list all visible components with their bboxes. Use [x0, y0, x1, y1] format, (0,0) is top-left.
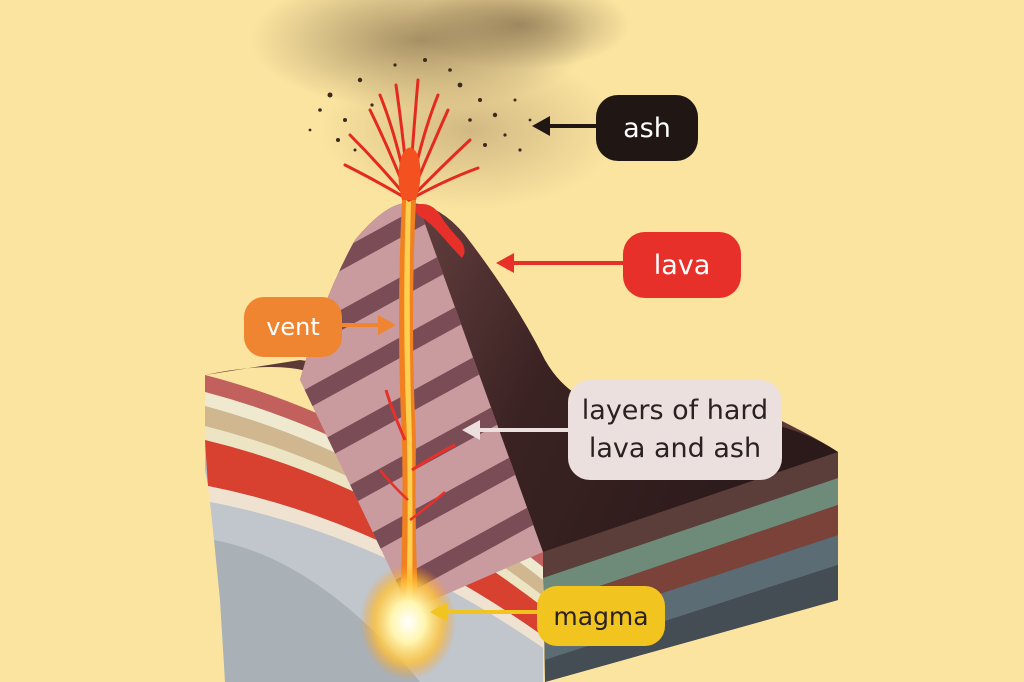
label-ash: ash: [596, 95, 698, 161]
arrow-vent: [342, 315, 396, 335]
label-magma: magma: [537, 586, 665, 646]
magma-chamber: [360, 564, 456, 680]
arrow-layers: [462, 420, 570, 440]
smoke-cloud: [250, 0, 630, 210]
label-ash-text: ash: [623, 112, 671, 144]
label-lava: lava: [623, 232, 741, 298]
label-magma-text: magma: [553, 601, 649, 631]
label-layers: layers of hard lava and ash: [568, 380, 782, 480]
arrow-ash: [532, 116, 600, 136]
arrow-lava: [496, 253, 626, 273]
plume-core: [398, 147, 421, 200]
arrow-magma: [430, 602, 538, 622]
lava-flow: [412, 204, 465, 258]
volcano-vent: [379, 200, 456, 640]
label-layers-text: layers of hard lava and ash: [581, 395, 769, 464]
ash-particles: [308, 58, 532, 152]
label-lava-text: lava: [653, 249, 711, 281]
label-vent: vent: [244, 297, 342, 357]
label-vent-text: vent: [266, 313, 320, 341]
ground-right-strata: [543, 452, 838, 682]
